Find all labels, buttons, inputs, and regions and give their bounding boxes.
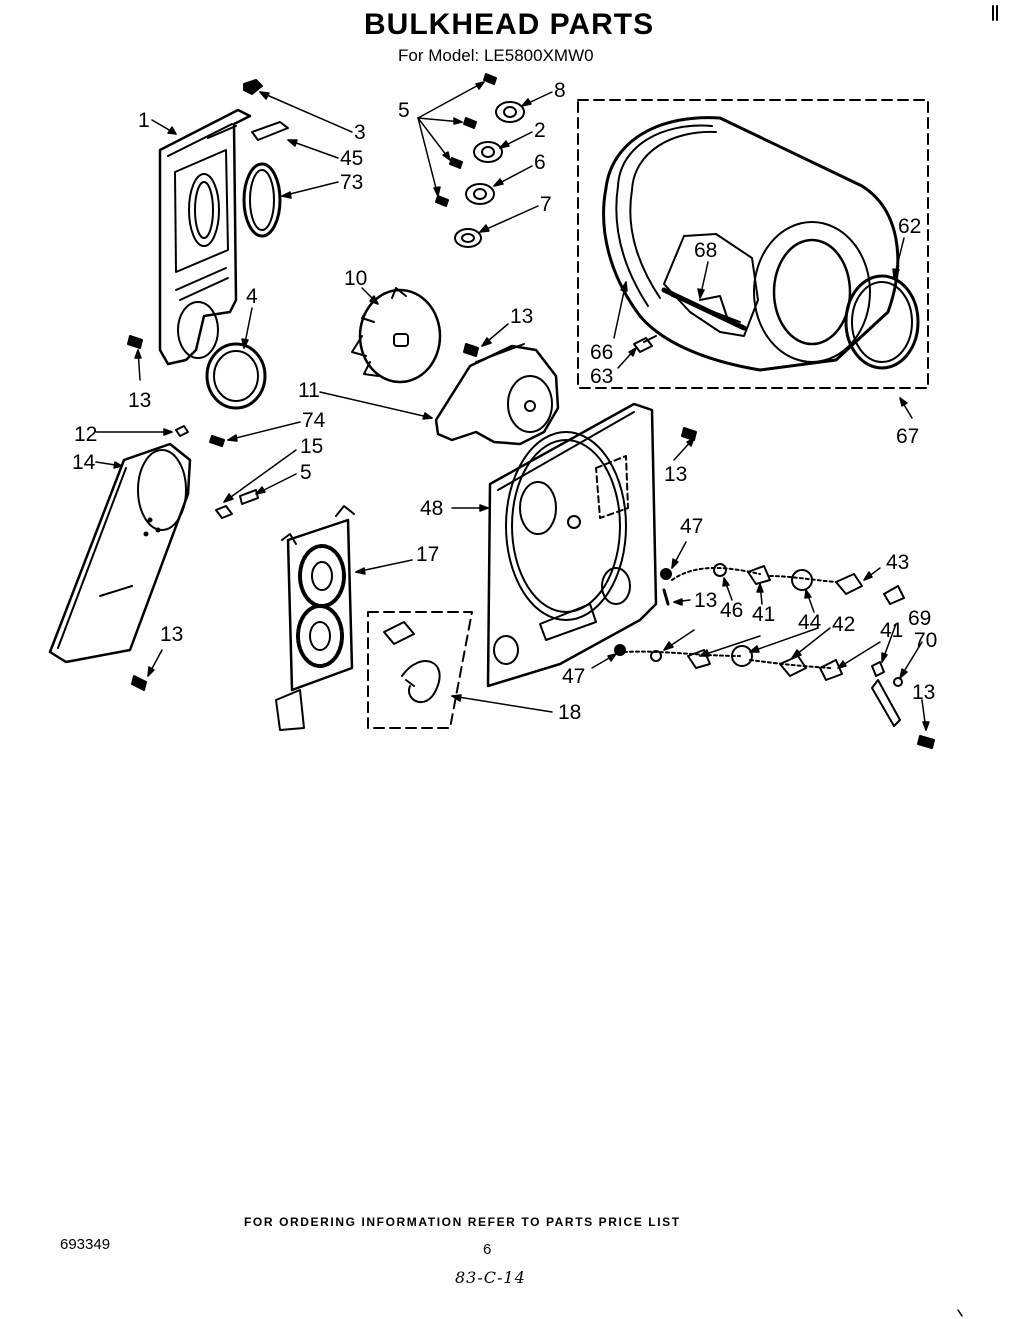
- rear-bulkhead-part-48: [486, 402, 658, 688]
- callout-13-right: 13: [912, 681, 936, 704]
- plug-part-3: [243, 79, 263, 95]
- impeller-part-10: [351, 287, 442, 384]
- callout-47-lower: 47: [562, 665, 586, 688]
- callout-66: 66: [590, 341, 614, 364]
- callout-12: 12: [74, 423, 98, 446]
- callout-45: 45: [340, 147, 364, 170]
- callout-1: 1: [138, 109, 150, 132]
- callout-73: 73: [340, 171, 364, 194]
- callout-15: 15: [300, 435, 324, 458]
- page-title: BULKHEAD PARTS: [364, 8, 655, 41]
- thermal-fuse-kit-part-18: [367, 611, 473, 729]
- page-number: 6: [483, 1241, 492, 1258]
- stray-mark: [957, 1309, 963, 1317]
- document-number: 693349: [60, 1236, 111, 1253]
- callout-69: 69: [908, 607, 932, 630]
- callout-48: 48: [420, 497, 444, 520]
- bulkhead-panel-part-1: [158, 108, 252, 366]
- callout-47-upper: 47: [680, 515, 704, 538]
- screw-part-63: [633, 335, 657, 353]
- heater-element-part-17: [275, 505, 355, 731]
- callout-43: 43: [886, 551, 910, 574]
- screw-part-13-blower: [463, 343, 479, 357]
- callout-5-top: 5: [398, 99, 410, 122]
- callout-4: 4: [246, 285, 258, 308]
- callout-62: 62: [898, 215, 922, 238]
- callout-63: 63: [590, 365, 614, 388]
- callout-11: 11: [298, 379, 320, 402]
- leader-lines: [95, 81, 930, 731]
- callout-44: 44: [798, 611, 822, 634]
- roller-hardware-chain: [614, 563, 935, 749]
- callout-3: 3: [354, 121, 366, 144]
- drum-assembly-part-67: [577, 99, 929, 389]
- callout-7: 7: [540, 193, 552, 216]
- callout-68: 68: [694, 239, 718, 262]
- ordering-info-footer: FOR ORDERING INFORMATION REFER TO PARTS …: [244, 1215, 681, 1229]
- corner-ticks: [992, 5, 998, 21]
- callout-5-left: 5: [300, 461, 312, 484]
- callout-13-chain: 13: [694, 589, 718, 612]
- drum-seal-ring-part-62: [844, 274, 920, 370]
- callout-46: 46: [720, 599, 744, 622]
- callout-13-lower-left: 13: [160, 623, 184, 646]
- callout-74: 74: [302, 409, 326, 432]
- handwritten-note: 83-C-14: [455, 1268, 526, 1287]
- small-hardware-left: [175, 425, 259, 519]
- screw-part-13-lower-left: [131, 675, 147, 691]
- callout-17: 17: [416, 543, 440, 566]
- callout-13-left: 13: [128, 389, 152, 412]
- screw-part-13-left: [127, 335, 143, 349]
- model-subtitle: For Model: LE5800XMW0: [398, 46, 594, 65]
- blower-housing-part-11: [434, 343, 560, 446]
- screws-and-brackets: [435, 73, 525, 248]
- duct-panel-part-14: [48, 442, 192, 664]
- strip-part-45: [251, 121, 289, 141]
- callout-70: 70: [914, 629, 938, 652]
- callout-42: 42: [832, 613, 856, 636]
- gasket-part-73: [242, 162, 282, 238]
- callout-13-blower: 13: [510, 305, 534, 328]
- callout-67: 67: [896, 425, 920, 448]
- callout-41-right: 41: [880, 619, 904, 642]
- callout-8: 8: [554, 79, 566, 102]
- callout-6: 6: [534, 151, 546, 174]
- callout-18: 18: [558, 701, 582, 724]
- callout-2: 2: [534, 119, 546, 142]
- seal-part-4: [205, 342, 267, 410]
- callout-14: 14: [72, 451, 96, 474]
- callout-41-left: 41: [752, 603, 776, 626]
- callout-13-bulkhead: 13: [664, 463, 688, 486]
- callout-10: 10: [344, 267, 368, 290]
